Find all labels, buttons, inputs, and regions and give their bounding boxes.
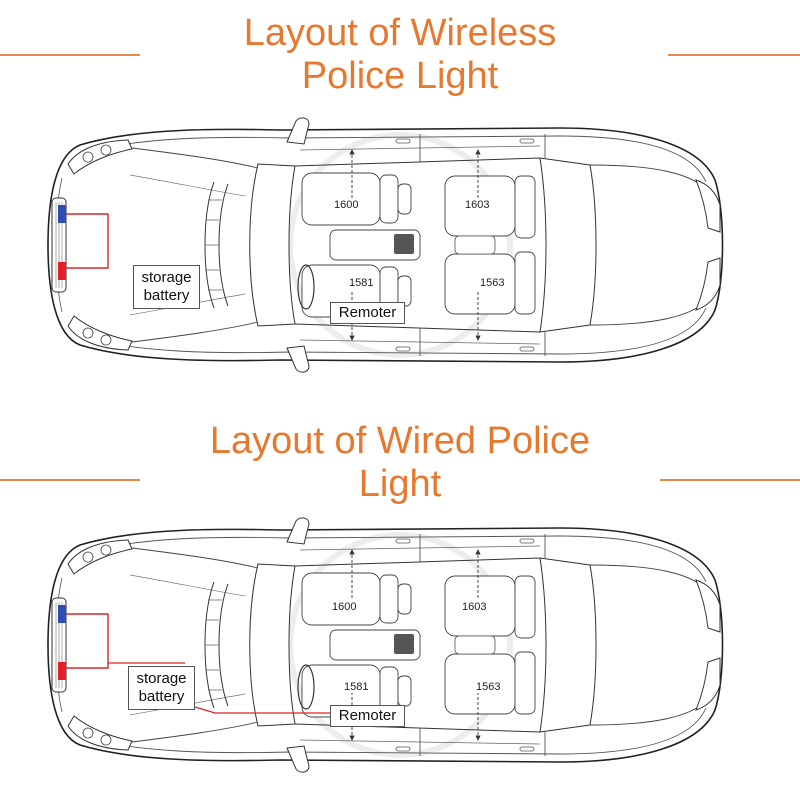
title-rule-right <box>660 479 800 481</box>
light-position-label: 1581 <box>343 681 370 693</box>
title-line: Police Light <box>301 55 499 97</box>
light-position-label: 1581 <box>348 277 375 289</box>
car-top-view <box>48 518 723 772</box>
title-line: Light <box>358 463 442 505</box>
wireless-car-diagram <box>48 118 723 372</box>
remoter-wire <box>194 706 330 714</box>
title-rule-right <box>668 54 800 56</box>
light-position-label: 1603 <box>461 601 488 613</box>
storage-battery-label: storage battery <box>128 666 195 710</box>
storage-battery-label: storage battery <box>133 265 200 309</box>
light-position-label: 1600 <box>331 601 358 613</box>
light-position-label: 1603 <box>464 199 491 211</box>
wired-car-diagram <box>48 518 723 772</box>
light-position-label: 1563 <box>475 681 502 693</box>
title-line: Layout of Wireless <box>243 12 557 54</box>
remoter-label: Remoter <box>330 302 405 324</box>
title-rule-left <box>0 479 140 481</box>
light-position-label: 1563 <box>479 277 506 289</box>
remoter-label: Remoter <box>330 705 405 727</box>
wireless-layout-title: Layout of Wireless Police Light <box>0 12 800 98</box>
car-top-view <box>48 118 723 372</box>
light-position-label: 1600 <box>333 199 360 211</box>
light-wire <box>66 213 109 269</box>
wired-layout-title: Layout of Wired Police Light <box>0 420 800 506</box>
title-rule-left <box>0 54 140 56</box>
title-line: Layout of Wired Police <box>209 420 591 462</box>
light-wire <box>66 613 109 669</box>
